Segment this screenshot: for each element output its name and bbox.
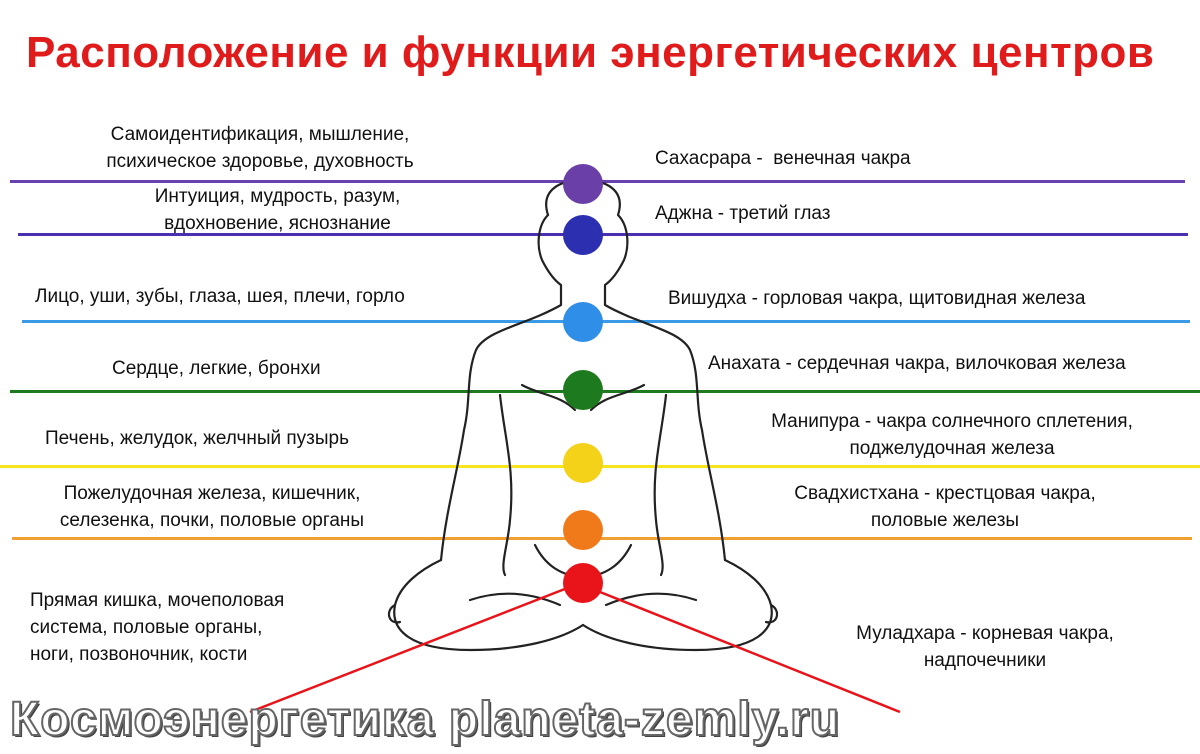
chakra-ajna	[563, 215, 603, 255]
left-label-line: ноги, позвоночник, кости	[30, 644, 248, 665]
page-title: Расположение и функции энергетических це…	[26, 28, 1155, 77]
right-label-sahasrara: Сахасрара - венечная чакра	[655, 145, 911, 172]
right-label-line: Аджна - третий глаз	[655, 203, 831, 224]
left-label-manipura: Печень, желудок, желчный пузырь	[45, 425, 349, 452]
chakra-anahata	[563, 370, 603, 410]
left-label-line: Пожелудочная железа, кишечник,	[63, 483, 361, 504]
right-label-line: Муладхара - корневая чакра,	[856, 623, 1114, 644]
right-label-line: Вишудха - горловая чакра, щитовидная жел…	[668, 288, 1086, 309]
left-label-line: Самоидентификация, мышление,	[110, 124, 410, 145]
chakra-svadhisthana	[563, 510, 603, 550]
right-label-muladhara: Муладхара - корневая чакра, надпочечники	[815, 620, 1155, 674]
right-label-line: Анахата - сердечная чакра, вилочковая же…	[708, 353, 1126, 374]
left-label-line: Интуиция, мудрость, разум,	[154, 186, 401, 207]
left-label-line: система, половые органы,	[30, 617, 263, 638]
left-label-line: селезенка, почки, половые органы	[59, 510, 365, 531]
line-anahata	[10, 390, 1200, 393]
line-svadhisthana	[12, 537, 1192, 540]
left-label-ajna: Интуиция, мудрость, разум, вдохновение, …	[80, 183, 475, 237]
chakra-manipura	[563, 443, 603, 483]
chakra-vishuddha	[563, 302, 603, 342]
line-ajna	[18, 233, 1188, 236]
right-label-anahata: Анахата - сердечная чакра, вилочковая же…	[708, 350, 1200, 377]
right-label-ajna: Аджна - третий глаз	[655, 200, 831, 227]
line-vishuddha	[22, 320, 1190, 323]
chakra-muladhara	[563, 563, 603, 603]
left-label-line: Сердце, легкие, бронхи	[112, 358, 321, 379]
right-label-line: Сахасрара - венечная чакра	[655, 148, 911, 169]
left-label-vishuddha: Лицо, уши, зубы, глаза, шея, плечи, горл…	[35, 283, 405, 310]
chakra-sahasrara	[563, 164, 603, 204]
left-label-anahata: Сердце, легкие, бронхи	[112, 355, 321, 382]
right-label-manipura: Манипура - чакра солнечного сплетения, п…	[722, 408, 1182, 462]
left-label-muladhara: Прямая кишка, мочеполовая система, полов…	[30, 587, 284, 668]
right-label-line: Свадхистхана - крестцовая чакра,	[794, 483, 1096, 504]
right-label-line: поджелудочная железа	[849, 438, 1055, 459]
right-label-line: надпочечники	[923, 650, 1047, 671]
left-label-svadhisthana: Пожелудочная железа, кишечник, селезенка…	[12, 480, 412, 534]
right-label-line: половые железы	[870, 510, 1020, 531]
left-label-line: Печень, желудок, желчный пузырь	[45, 428, 350, 449]
right-label-vishuddha: Вишудха - горловая чакра, щитовидная жел…	[668, 285, 1085, 312]
right-label-line: Манипура - чакра солнечного сплетения,	[771, 411, 1133, 432]
right-label-svadhisthana: Свадхистхана - крестцовая чакра, половые…	[730, 480, 1160, 534]
left-label-sahasrara: Самоидентификация, мышление, психическое…	[60, 121, 460, 175]
left-label-line: психическое здоровье, духовность	[106, 151, 414, 172]
left-label-line: вдохновение, яснознание	[164, 213, 391, 234]
left-label-line: Лицо, уши, зубы, глаза, шея, плечи, горл…	[35, 286, 405, 307]
watermark: Космоэнергетика planeta-zemly.ru	[9, 692, 841, 747]
left-label-line: Прямая кишка, мочеполовая	[30, 590, 285, 611]
